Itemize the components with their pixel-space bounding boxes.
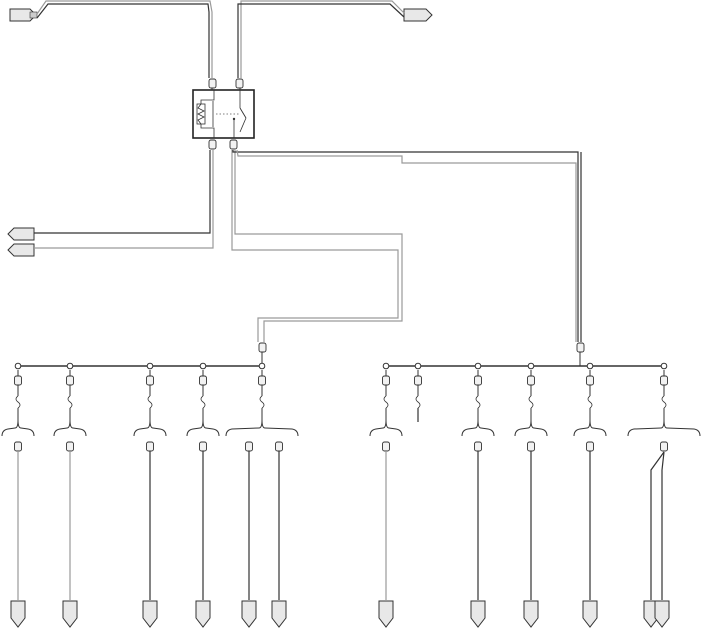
bus-junction-node bbox=[474, 362, 482, 370]
branch-connector bbox=[199, 375, 207, 386]
ground-terminal bbox=[62, 600, 78, 628]
fuse-symbol bbox=[147, 395, 153, 409]
fuse-symbol bbox=[415, 395, 421, 409]
branch-connector bbox=[414, 375, 422, 386]
wire-relay-to-right-bus bbox=[232, 149, 582, 342]
harness-brace bbox=[1, 419, 35, 437]
harness-brace bbox=[225, 419, 299, 437]
terminal-connector bbox=[527, 441, 535, 452]
offpage-connector-mid-left-1[interactable] bbox=[7, 227, 35, 241]
right-split-wires bbox=[650, 451, 665, 600]
bus-junction-node bbox=[586, 362, 594, 370]
bus-junction-node bbox=[527, 362, 535, 370]
ground-terminal bbox=[241, 600, 257, 628]
ground-terminal bbox=[271, 600, 287, 628]
fuse-symbol bbox=[67, 395, 73, 409]
terminal-connector bbox=[382, 441, 390, 452]
left-bus-feed-connector bbox=[258, 342, 267, 366]
branch-connector bbox=[146, 375, 154, 386]
right-bus-feed-connector bbox=[576, 342, 585, 366]
terminal-connector bbox=[474, 441, 482, 452]
ground-branches bbox=[1, 362, 701, 628]
harness-brace bbox=[53, 419, 87, 437]
terminal-connector bbox=[66, 441, 74, 452]
terminal-connector bbox=[660, 441, 668, 452]
relay-connector-bottom-right bbox=[229, 139, 238, 150]
ground-terminal bbox=[523, 600, 539, 628]
relay[interactable] bbox=[192, 89, 255, 139]
bus-junction-node bbox=[14, 362, 22, 370]
branch-connector bbox=[474, 375, 482, 386]
bus-junction-node bbox=[382, 362, 390, 370]
harness-brace bbox=[573, 419, 607, 437]
terminal-connector bbox=[245, 441, 253, 452]
ground-terminal bbox=[470, 600, 486, 628]
branch-connector bbox=[258, 375, 266, 386]
wire-relay-to-left-flags bbox=[34, 150, 214, 249]
ground-terminal bbox=[195, 600, 211, 628]
relay-connector-top-right bbox=[235, 78, 244, 90]
bus-junction-node bbox=[199, 362, 207, 370]
relay-connector-top-left bbox=[208, 78, 217, 90]
offpage-connector-mid-left-2[interactable] bbox=[7, 243, 35, 257]
ground-terminal bbox=[142, 600, 158, 628]
wire-top-right bbox=[237, 0, 405, 78]
bus-junction-node bbox=[66, 362, 74, 370]
harness-brace bbox=[514, 419, 548, 437]
offpage-connector-top-right[interactable] bbox=[403, 8, 433, 22]
harness-brace bbox=[461, 419, 495, 437]
wire-top-left bbox=[36, 0, 213, 78]
harness-brace bbox=[627, 419, 701, 437]
fuse-symbol bbox=[587, 395, 593, 409]
harness-brace bbox=[133, 419, 167, 437]
ground-terminal bbox=[654, 600, 670, 628]
branch-connector bbox=[382, 375, 390, 386]
harness-brace bbox=[369, 419, 403, 437]
fuse-symbol bbox=[528, 395, 534, 409]
ground-terminal bbox=[10, 600, 26, 628]
terminal-connector bbox=[199, 441, 207, 452]
terminal-connector bbox=[146, 441, 154, 452]
relay-switch bbox=[239, 107, 247, 119]
branch-connector bbox=[660, 375, 668, 386]
ground-terminal bbox=[582, 600, 598, 628]
ground-terminal bbox=[378, 600, 394, 628]
fuse-symbol bbox=[383, 395, 389, 409]
terminal-connector bbox=[275, 441, 283, 452]
terminal-connector bbox=[14, 441, 22, 452]
fuse-symbol bbox=[259, 395, 265, 409]
branch-connector bbox=[586, 375, 594, 386]
fuse-symbol bbox=[200, 395, 206, 409]
branch-connector bbox=[66, 375, 74, 386]
bus-junction-node bbox=[146, 362, 154, 370]
branch-connector bbox=[527, 375, 535, 386]
relay-connector-bottom-left bbox=[208, 139, 217, 150]
fuse-symbol bbox=[15, 395, 21, 409]
terminal-connector bbox=[586, 441, 594, 452]
fuse-symbol bbox=[661, 395, 667, 409]
bus-junction-node bbox=[258, 362, 266, 370]
branch-connector bbox=[14, 375, 22, 386]
wire-relay-to-left-bus bbox=[231, 150, 403, 342]
harness-brace bbox=[186, 419, 220, 437]
bus-junction-node bbox=[660, 362, 668, 370]
fuse-symbol bbox=[475, 395, 481, 409]
offpage-connector-top-left[interactable] bbox=[9, 8, 38, 22]
bus-junction-node bbox=[414, 362, 422, 370]
